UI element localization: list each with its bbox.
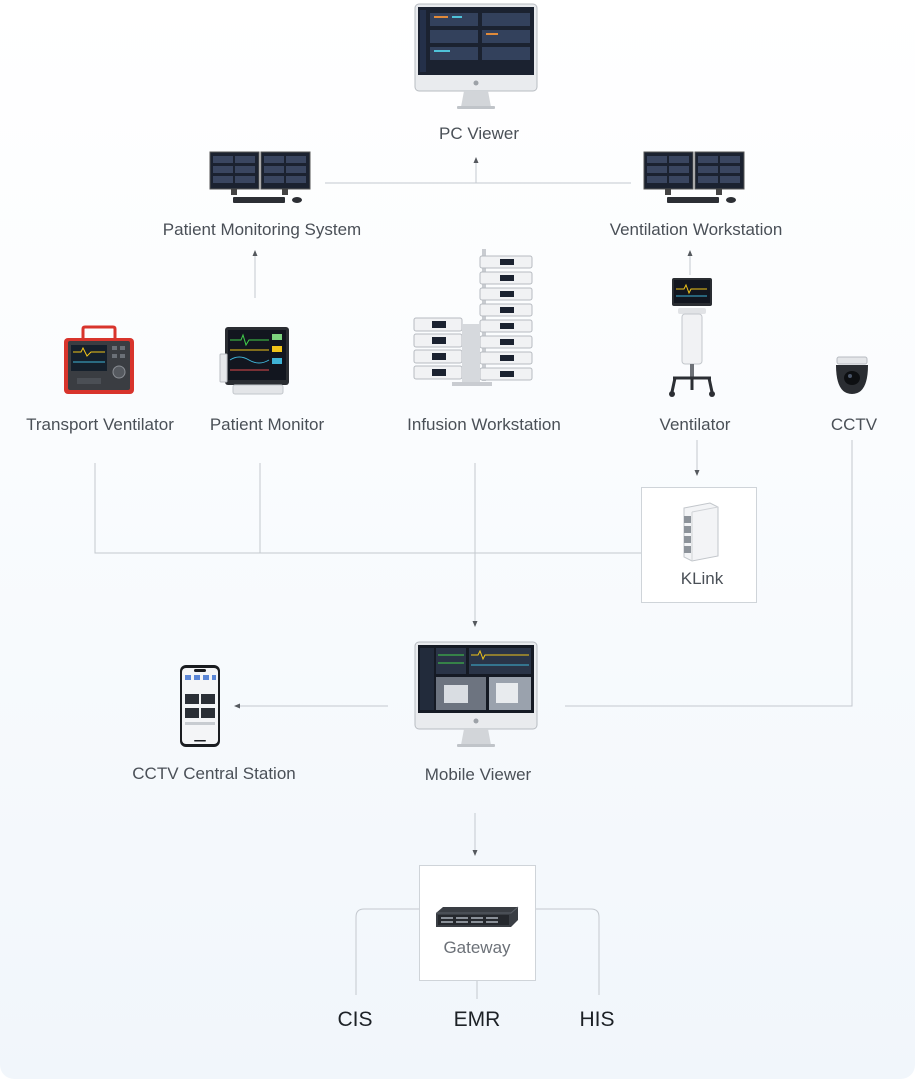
ventilator-on-stand-icon <box>669 278 715 397</box>
link-cctv-to-mobile-viewer <box>565 440 853 707</box>
cctv-label: CCTV <box>830 415 878 434</box>
mobile-viewer-label: Mobile Viewer <box>424 765 532 784</box>
infusion-pump-stack-icon <box>413 249 533 386</box>
pc-viewer-label: PC Viewer <box>439 124 519 143</box>
smartphone-icon <box>180 665 220 747</box>
arrow-left-cctv-station <box>234 703 240 709</box>
network-hub-icon <box>683 502 719 562</box>
klink-label: KLink <box>680 569 724 588</box>
arrow-down-gateway <box>472 850 478 856</box>
cis-label: CIS <box>337 1008 373 1031</box>
arrow-up-pc-viewer <box>473 157 479 163</box>
ventilator-label: Ventilator <box>659 415 731 434</box>
dome-camera-icon <box>836 356 868 394</box>
imac-monitor-icon <box>414 3 538 109</box>
link-devices-bus <box>94 463 641 554</box>
arrow-up-pms <box>252 250 258 256</box>
arrow-down-mobile-viewer <box>472 621 478 627</box>
patient-monitoring-system-label: Patient Monitoring System <box>162 220 362 239</box>
link-gateway-to-his <box>536 908 600 995</box>
transport-ventilator-icon <box>64 325 134 394</box>
rack-server-icon <box>436 906 519 927</box>
dual-monitor-icon <box>209 151 311 203</box>
cctv-central-station-label: CCTV Central Station <box>132 764 296 783</box>
transport-ventilator-label: Transport Ventilator <box>26 415 174 434</box>
ventilation-workstation-label: Ventilation Workstation <box>609 220 783 239</box>
patient-monitor-icon <box>219 327 289 395</box>
dual-monitor-icon <box>643 151 745 203</box>
his-label: HIS <box>579 1008 615 1031</box>
arrow-down-klink <box>694 470 700 476</box>
imac-monitor-icon <box>414 641 538 747</box>
infusion-workstation-label: Infusion Workstation <box>407 415 561 434</box>
link-gateway-to-cis <box>355 908 420 995</box>
emr-label: EMR <box>453 1008 501 1031</box>
arrow-up-ventilation-workstation <box>687 250 693 256</box>
patient-monitor-label: Patient Monitor <box>209 415 325 434</box>
gateway-label: Gateway <box>443 938 511 957</box>
